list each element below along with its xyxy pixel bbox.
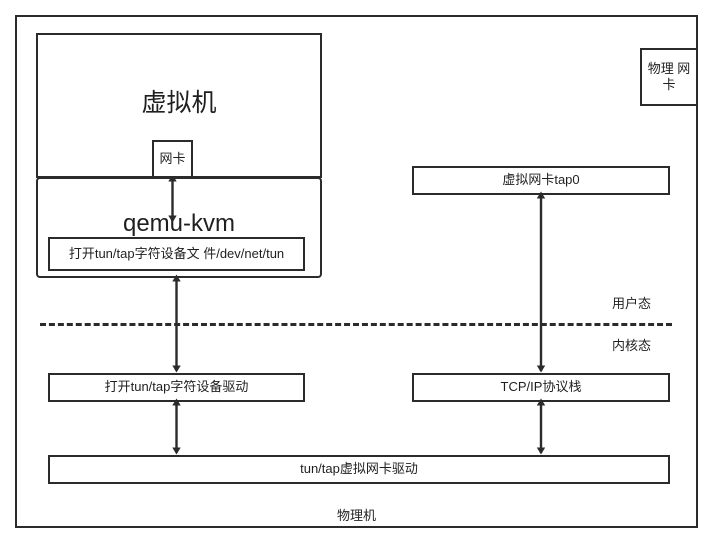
user-kernel-divider — [40, 323, 672, 326]
qemu-kvm-label: qemu-kvm — [122, 210, 236, 237]
kernel-mode-label: 内核态 — [612, 338, 652, 353]
open-tuntap-char-driver-box: 打开tun/tap字符设备驱动 — [48, 373, 305, 402]
physical-machine-frame — [15, 15, 698, 528]
virtual-machine-label: 虚拟机 — [141, 89, 217, 117]
physical-nic-box: 物理 网卡 — [640, 48, 698, 106]
open-tuntap-char-file-box: 打开tun/tap字符设备文 件/dev/net/tun — [48, 237, 305, 271]
tuntap-virtual-nic-driver-box: tun/tap虚拟网卡驱动 — [48, 455, 670, 484]
tcpip-stack-box: TCP/IP协议栈 — [412, 373, 670, 402]
physical-machine-label: 物理机 — [336, 508, 376, 523]
virtual-nic-tap0-box: 虚拟网卡tap0 — [412, 166, 670, 195]
vm-nic-box: 网卡 — [152, 140, 193, 178]
user-mode-label: 用户态 — [612, 296, 652, 311]
